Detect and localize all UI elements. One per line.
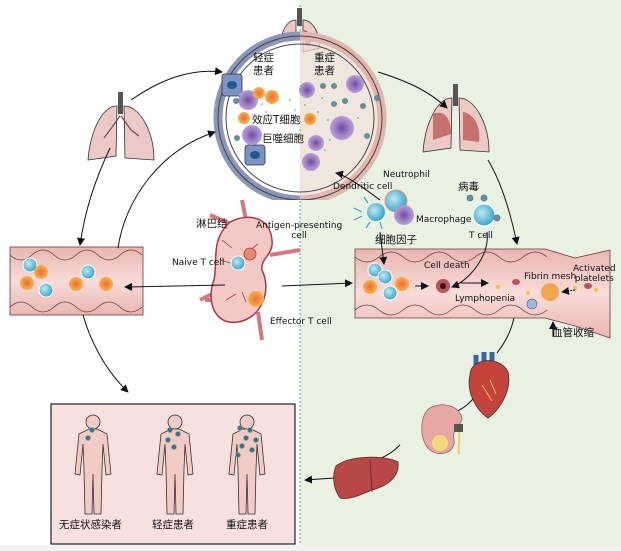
effector-t-cell [253, 87, 265, 99]
macrophage-cell [330, 116, 354, 140]
fibrin-mesh-icon [541, 283, 559, 301]
mild-label-line2: 患者 [253, 64, 274, 77]
macrophage-cell [346, 75, 364, 93]
outcome-mild-label: 轻症患者 [152, 519, 194, 531]
effector-t-cell [99, 277, 113, 291]
macrophage-cell [308, 135, 324, 151]
platelets-line1: Activated [573, 264, 616, 274]
virus-markers [85, 425, 259, 458]
cell-death-label: Cell death [424, 261, 470, 271]
macrophage-label: 巨噬细胞 [262, 133, 304, 145]
virus-label: 病毒 [458, 181, 479, 193]
naive-t-cell [80, 264, 96, 280]
effector-t-cell [363, 280, 377, 294]
immune-cell [526, 298, 538, 310]
blood-vessel-left [9, 246, 144, 316]
alveolus-severe-label: 重症 患者 [314, 52, 335, 77]
effector-t-cell [34, 265, 48, 279]
cytokine-dots [261, 97, 359, 151]
severe-immune-cells [353, 189, 501, 230]
dendritic-label: Dendritic cell [333, 182, 393, 192]
virus-particles [233, 83, 380, 141]
effector-t-cell [265, 90, 279, 104]
effector-t-cell [20, 276, 34, 290]
connectors [77, 67, 557, 484]
mild-label-line1: 轻症 [253, 52, 274, 64]
naive-t-cell [38, 282, 54, 298]
platelets [496, 285, 598, 295]
virus-icon [480, 194, 488, 202]
lungs-mild-icon [87, 92, 155, 161]
alveolus [213, 31, 387, 200]
lungs-severe-icon [422, 84, 490, 153]
macrophage-cell [299, 82, 315, 98]
outcome-asymptomatic-label: 无症状感染者 [59, 519, 122, 531]
t-cell-label: T cell [469, 231, 493, 241]
naive-t-cell [22, 257, 38, 273]
effector-t-cell [238, 112, 250, 124]
outcome-severe-label: 重症患者 [226, 519, 268, 531]
human-figure-mild [156, 414, 194, 515]
virus-icon [493, 214, 501, 222]
t-cell [472, 203, 496, 227]
virus-icon [466, 194, 474, 202]
activated-platelets-label: Activated platelets [573, 264, 616, 285]
neutrophil-label: Neutrophil [383, 170, 430, 180]
lymphopenia-label: Lymphopenia [455, 294, 516, 304]
lymph-node-icon [199, 199, 301, 341]
lymph-node-label: 淋巴结 [196, 218, 228, 230]
heart-icon [468, 352, 510, 419]
effector-t-cell [69, 277, 83, 291]
dendritic-cell [367, 203, 385, 221]
human-figure-severe [228, 414, 266, 515]
severe-label-line1: 重症 [314, 52, 335, 64]
antigen-presenting-cell [243, 247, 257, 261]
apc-line1: Antigen-presenting [256, 221, 343, 231]
effector-t-cell [248, 291, 264, 307]
macrophage-en-label: Macrophage [416, 215, 472, 225]
fibrin-mesh-label: Fibrin mesh [524, 272, 577, 282]
t-cell [382, 285, 398, 301]
red-cells [512, 279, 592, 289]
effector-t-label: 效应T细胞 [252, 114, 301, 126]
effector-t-cell [395, 277, 409, 291]
blood-vessel-right [354, 248, 611, 339]
macrophage-cell [302, 153, 320, 171]
apc-line2: cell [291, 230, 307, 241]
kidney-icon [421, 404, 463, 455]
macrophage-cell [394, 205, 414, 225]
severe-label-line2: 患者 [314, 64, 335, 77]
bottom-strip [0, 545, 621, 551]
effector-t-cell [304, 113, 316, 125]
outcome-panel [50, 403, 296, 545]
naive-t-cell [230, 255, 246, 271]
alveolus-mild-label: 轻症 患者 [253, 52, 274, 77]
macrophage-cell [238, 90, 258, 110]
cytokines-label: 细胞因子 [375, 234, 417, 246]
antigen-presenting-label: Antigen-presenting cell [256, 221, 343, 242]
t-cell [377, 269, 393, 285]
human-figure-asymptomatic [74, 414, 112, 515]
macrophage-cell [242, 125, 262, 145]
platelets-line2: platelets [574, 273, 614, 284]
liver-icon [333, 456, 399, 499]
vasoconstriction-label: 血管收缩 [552, 327, 594, 339]
effector-t-cell-label: Effector T cell [270, 317, 332, 327]
naive-t-label: Naive T cell [172, 258, 225, 268]
